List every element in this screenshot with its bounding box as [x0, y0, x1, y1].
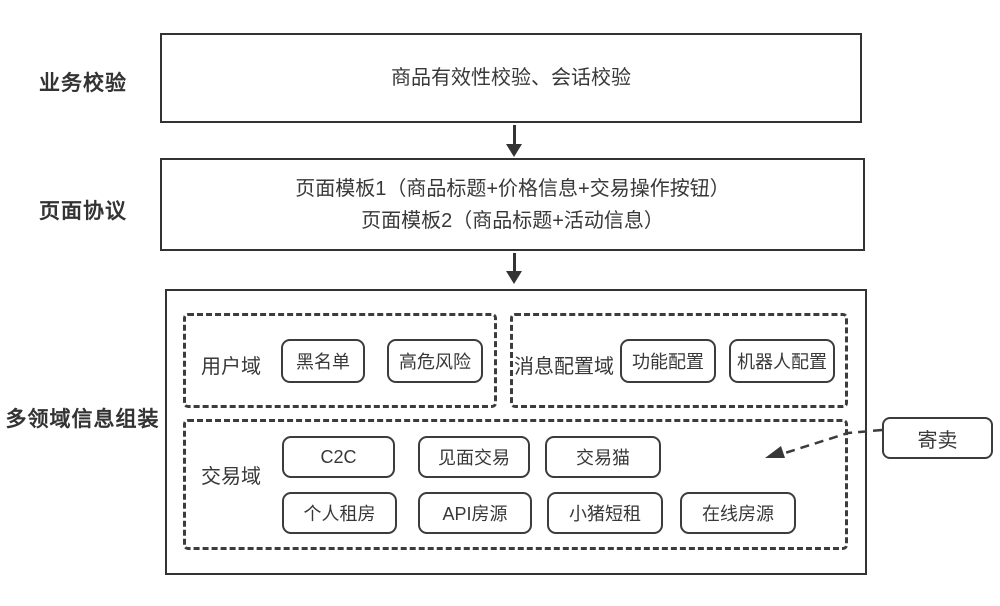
label-multi-domain-assembly: 多领域信息组装	[5, 408, 160, 431]
label-page-protocol: 页面协议	[39, 200, 127, 223]
user-domain-item-blacklist: 黑名单	[281, 339, 365, 383]
validation-box-text: 商品有效性校验、会话校验	[391, 67, 631, 89]
down-arrow-1-line	[513, 125, 516, 146]
trade-domain-group	[183, 419, 848, 550]
trade-item-online-listing: 在线房源	[680, 492, 796, 534]
consignment-box: 寄卖	[882, 417, 993, 459]
user-domain-label: 用户域	[201, 356, 261, 378]
down-arrow-2-line	[513, 253, 516, 273]
template-box: 页面模板1（商品标题+价格信息+交易操作按钮） 页面模板2（商品标题+活动信息）	[160, 158, 865, 251]
trade-domain-label: 交易域	[201, 466, 261, 488]
message-domain-group	[510, 313, 848, 408]
consignment-arrow	[765, 428, 883, 458]
trade-item-api-listing: API房源	[418, 492, 532, 534]
label-business-validation: 业务校验	[39, 72, 127, 95]
template-line-2: 页面模板2（商品标题+活动信息）	[361, 209, 664, 232]
down-arrow-1-head	[506, 144, 522, 157]
message-domain-item-function-config: 功能配置	[620, 339, 716, 383]
user-domain-group	[183, 313, 497, 408]
trade-item-meetup-trade: 见面交易	[418, 436, 530, 478]
message-domain-item-robot-config: 机器人配置	[729, 339, 835, 383]
message-domain-label: 消息配置域	[514, 356, 614, 378]
validation-box: 商品有效性校验、会话校验	[160, 33, 862, 123]
template-line-1: 页面模板1（商品标题+价格信息+交易操作按钮）	[295, 177, 730, 200]
trade-item-jiaoyimao: 交易猫	[545, 436, 661, 478]
user-domain-item-high-risk: 高危风险	[387, 339, 483, 383]
trade-item-c2c: C2C	[282, 436, 395, 478]
down-arrow-2-head	[506, 271, 522, 284]
trade-item-personal-rental: 个人租房	[282, 492, 397, 534]
trade-item-xiaozhu-short-rent: 小猪短租	[547, 492, 663, 534]
